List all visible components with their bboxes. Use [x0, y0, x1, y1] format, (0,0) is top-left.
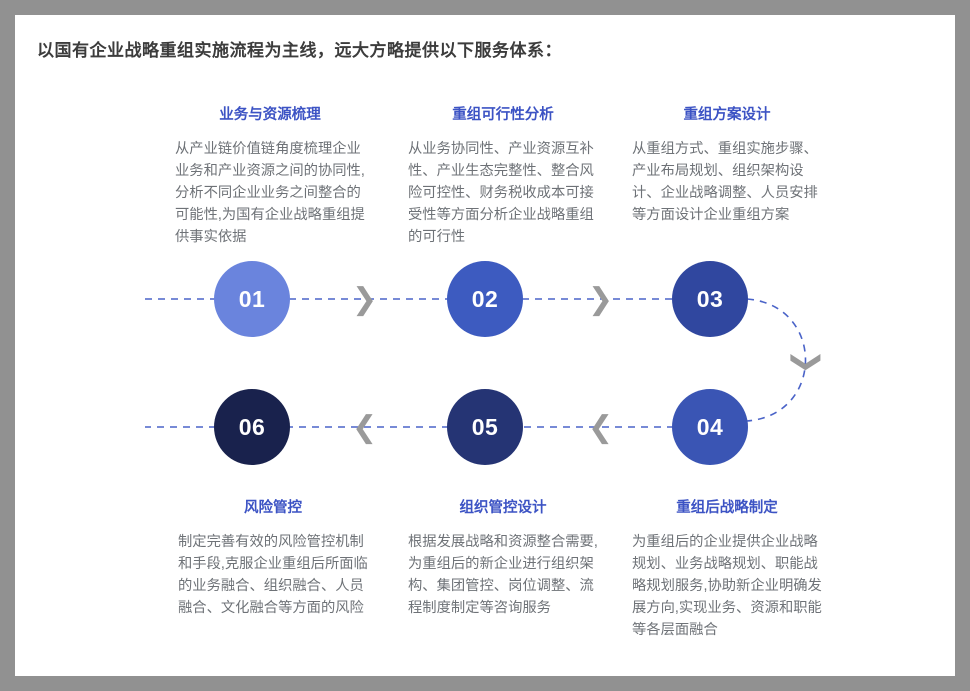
step-node-06[interactable]: 06 — [214, 389, 290, 465]
step-node-05[interactable]: 05 — [447, 389, 523, 465]
step-number-03: 03 — [696, 285, 724, 312]
step-node-03[interactable]: 03 — [672, 261, 748, 337]
step-number-01: 01 — [238, 285, 266, 312]
arrow-right-icon-02-03: ❯ — [588, 282, 614, 317]
step-card-01: 业务与资源梳理 从产业链价值链角度梳理企业业务和产业资源之间的协同性,分析不同企… — [175, 105, 365, 248]
arrow-left-icon-05-06: ❮ — [352, 410, 378, 445]
page-title: 以国有企业战略重组实施流程为主线，远大方略提供以下服务体系： — [37, 41, 562, 60]
step-card-04: 重组后战略制定 为重组后的企业提供企业战略规划、业务战略规划、职能战略规划服务,… — [632, 498, 822, 641]
step-body-01: 从产业链价值链角度梳理企业业务和产业资源之间的协同性,分析不同企业业务之间整合的… — [175, 141, 365, 245]
step-card-06: 风险管控 制定完善有效的风险管控机制和手段,克服企业重组后所面临的业务融合、组织… — [178, 498, 368, 619]
step-body-03: 从重组方式、重组实施步骤、产业布局规划、组织架构设计、企业战略调整、人员安排等方… — [632, 141, 818, 223]
step-title-02: 重组可行性分析 — [452, 107, 554, 123]
step-title-01: 业务与资源梳理 — [219, 107, 321, 123]
step-title-03: 重组方案设计 — [683, 107, 771, 123]
step-card-03: 重组方案设计 从重组方式、重组实施步骤、产业布局规划、组织架构设计、企业战略调整… — [632, 105, 822, 226]
step-number-04: 04 — [696, 413, 724, 440]
step-node-04[interactable]: 04 — [672, 389, 748, 465]
arrow-right-icon-01-02: ❯ — [352, 282, 378, 317]
step-title-05: 组织管控设计 — [459, 500, 547, 516]
step-body-02: 从业务协同性、产业资源互补性、产业生态完整性、整合风险可控性、财务税收成本可接受… — [408, 141, 594, 245]
step-node-01[interactable]: 01 — [214, 261, 290, 337]
step-body-06: 制定完善有效的风险管控机制和手段,克服企业重组后所面临的业务融合、组织融合、人员… — [178, 534, 368, 616]
step-body-05: 根据发展战略和资源整合需要,为重组后的新企业进行组织架构、集团管控、岗位调整、流… — [408, 534, 598, 616]
step-body-04: 为重组后的企业提供企业战略规划、业务战略规划、职能战略规划服务,协助新企业明确发… — [632, 534, 822, 638]
step-title-06: 风险管控 — [244, 500, 302, 516]
step-card-02: 重组可行性分析 从业务协同性、产业资源互补性、产业生态完整性、整合风险可控性、财… — [408, 105, 598, 248]
poster-page: 以国有企业战略重组实施流程为主线，远大方略提供以下服务体系： 01 02 03 … — [15, 15, 955, 676]
step-node-02[interactable]: 02 — [447, 261, 523, 337]
step-number-05: 05 — [471, 413, 499, 440]
step-title-04: 重组后战略制定 — [676, 500, 778, 516]
step-card-05: 组织管控设计 根据发展战略和资源整合需要,为重组后的新企业进行组织架构、集团管控… — [408, 498, 598, 619]
step-number-06: 06 — [238, 413, 266, 440]
arrow-left-icon-04-05: ❮ — [588, 410, 614, 445]
step-number-02: 02 — [471, 285, 499, 312]
arrow-down-icon-03-04: ❯ — [789, 349, 825, 375]
